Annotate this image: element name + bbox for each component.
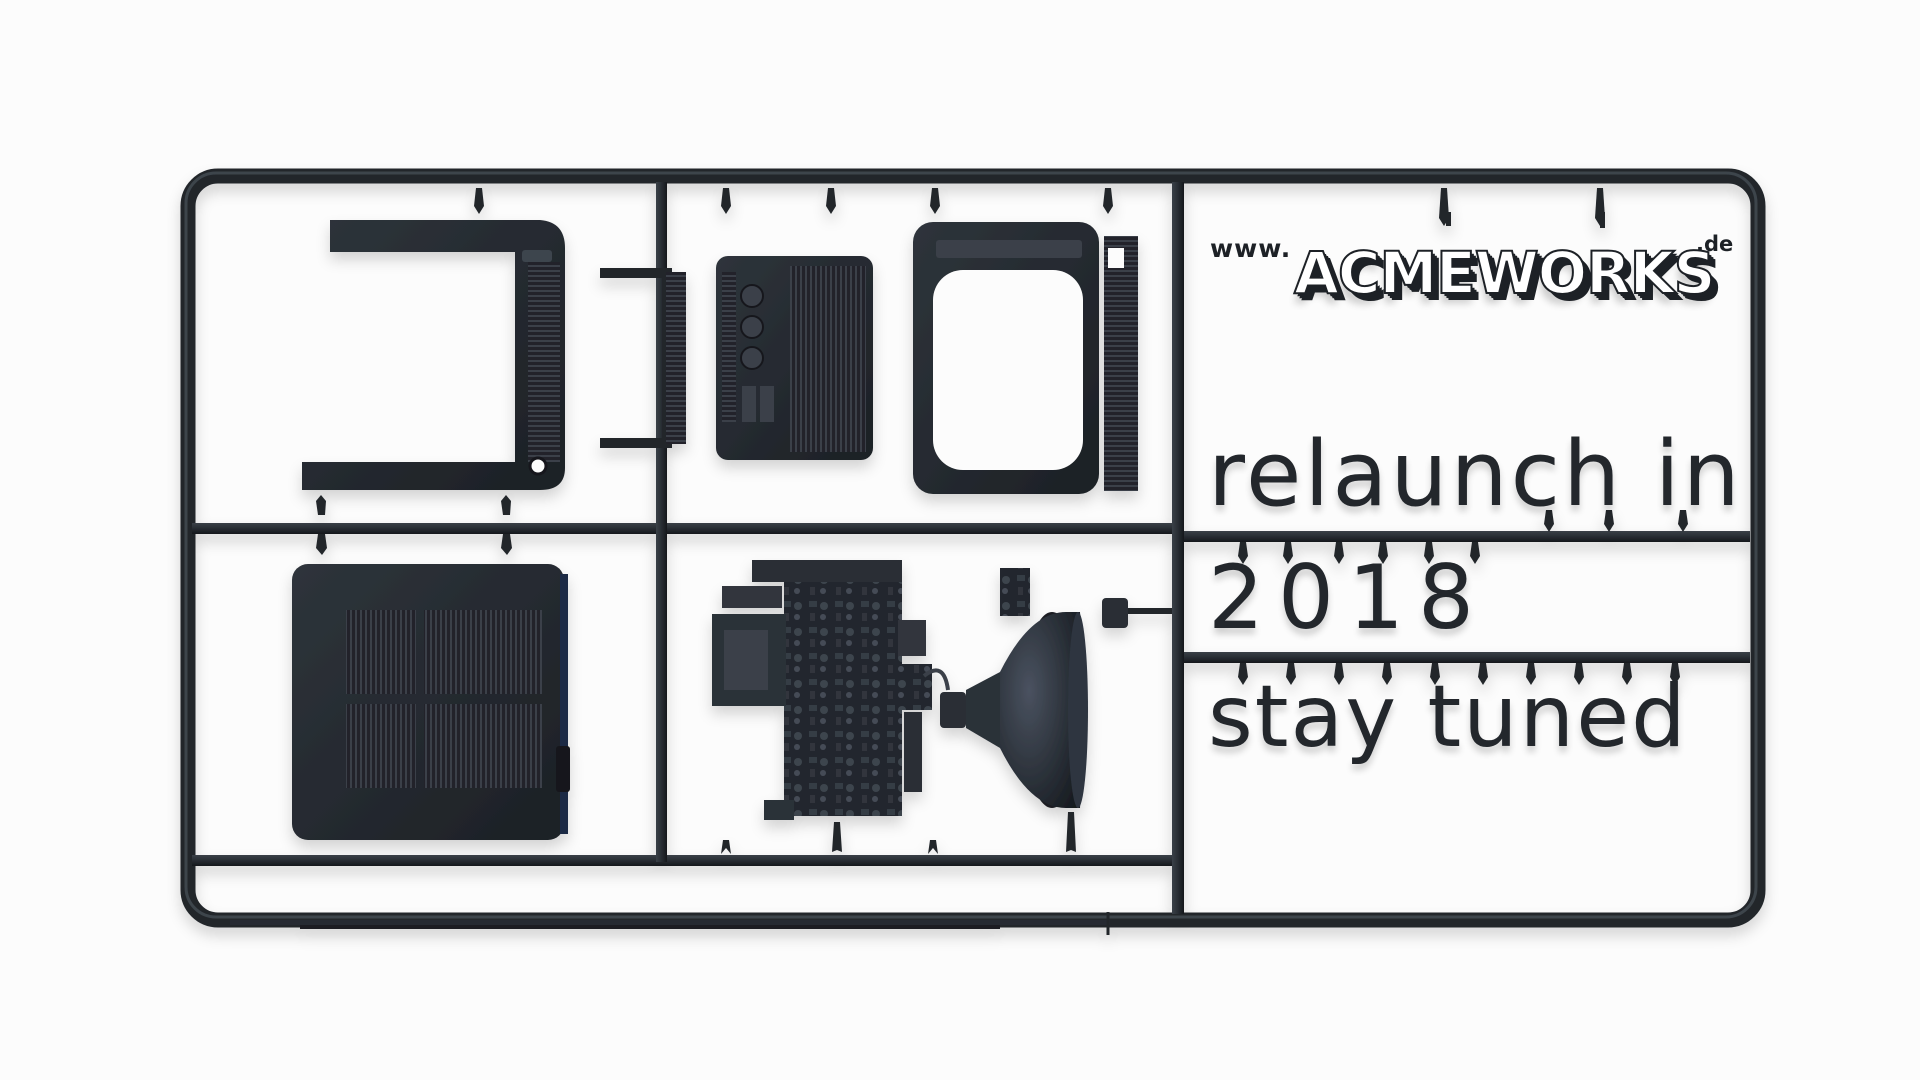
logo-name: ACMEWORKS <box>1293 238 1716 308</box>
logo-attachments <box>1446 212 1605 228</box>
rod-v-1 <box>656 182 667 862</box>
logo-prefix: www. <box>1210 234 1292 263</box>
part-circuit-board <box>712 560 1030 820</box>
rod-v-2 <box>1172 182 1184 914</box>
rod-h-bottom-left <box>192 855 1182 866</box>
stay-tuned-text: stay tuned <box>1208 667 1688 767</box>
part-tv-cabinet-side <box>302 220 565 490</box>
part-bracket <box>600 268 686 448</box>
relaunch-text: relaunch in <box>1208 422 1743 527</box>
part-control-panel <box>716 256 873 460</box>
year-text: 2018 <box>1208 546 1488 649</box>
part-tv-back-panel <box>292 564 570 840</box>
rod-h-mid-left <box>192 523 1172 534</box>
part-connector <box>1102 598 1172 628</box>
part-crt-tube <box>940 612 1088 808</box>
logo-tld: .de <box>1696 232 1734 256</box>
rod-h-right-1 <box>1180 531 1750 542</box>
part-tv-front-bezel <box>913 222 1138 494</box>
acmeworks-logo[interactable]: www. ACMEWORKS .de <box>1210 228 1750 318</box>
rod-h-right-2 <box>1180 652 1750 663</box>
antenna-part <box>230 920 1110 925</box>
